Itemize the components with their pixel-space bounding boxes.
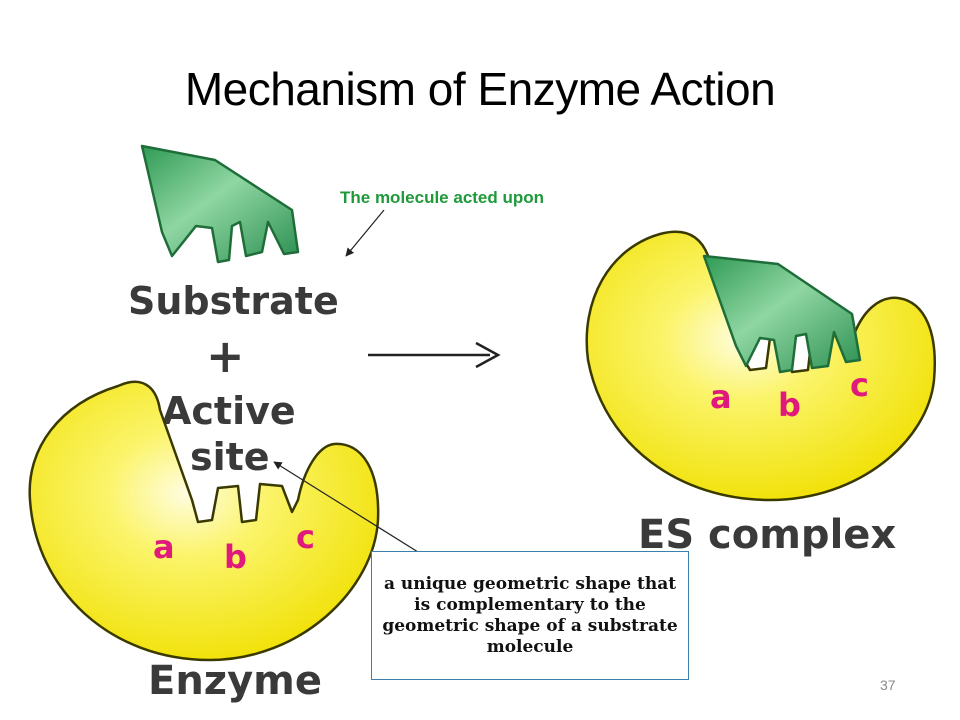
substrate-shape bbox=[140, 144, 300, 264]
active-site-annotation-box: a unique geometric shape that is complem… bbox=[371, 551, 689, 680]
es-site-b: b bbox=[778, 386, 801, 424]
enzyme-label: Enzyme bbox=[148, 658, 322, 704]
enzyme-site-b: b bbox=[224, 538, 247, 576]
substrate-annotation-arrow bbox=[345, 209, 385, 257]
active-site-label-line2: site bbox=[190, 435, 270, 479]
plus-sign: + bbox=[206, 329, 245, 383]
active-site-annotation-text: a unique geometric shape that is complem… bbox=[382, 573, 678, 657]
active-site-annotation-arrow bbox=[273, 461, 419, 553]
enzyme-site-a: a bbox=[153, 528, 175, 566]
active-site-label-line1: Active bbox=[162, 389, 296, 433]
es-complex-substrate-shape bbox=[702, 254, 862, 374]
es-complex-label: ES complex bbox=[638, 512, 896, 558]
page-number: 37 bbox=[880, 677, 896, 693]
substrate-label: Substrate bbox=[128, 279, 339, 323]
slide-title: Mechanism of Enzyme Action bbox=[184, 63, 776, 115]
substrate-annotation: The molecule acted upon bbox=[340, 188, 544, 207]
enzyme-site-c: c bbox=[296, 518, 315, 556]
enzyme-shape bbox=[28, 380, 380, 662]
reaction-arrow bbox=[368, 341, 501, 369]
es-site-a: a bbox=[710, 378, 732, 416]
es-site-c: c bbox=[850, 366, 869, 404]
es-complex-group: a b c bbox=[585, 230, 936, 502]
